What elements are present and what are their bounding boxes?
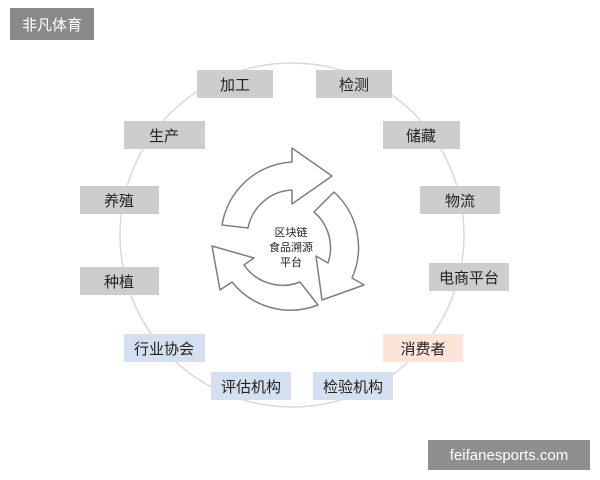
cycle-arrows bbox=[211, 147, 365, 311]
center-line-1: 区块链 bbox=[275, 225, 308, 239]
node-label: 生产 bbox=[149, 127, 179, 145]
node-pinggu: 评估机构 bbox=[211, 372, 291, 400]
node-label: 种植 bbox=[104, 273, 134, 291]
node-label: 养殖 bbox=[104, 192, 134, 210]
node-chucang: 储藏 bbox=[383, 121, 460, 149]
center-label: 区块链 食品溯源 平台 bbox=[269, 225, 313, 269]
node-jiance: 检测 bbox=[316, 70, 392, 98]
node-xiehui: 行业协会 bbox=[124, 334, 205, 362]
outer-ring bbox=[119, 62, 465, 408]
node-jianyan: 检验机构 bbox=[313, 372, 393, 400]
cycle-arrow-bottom bbox=[211, 245, 319, 311]
node-group: 加工 检测 储藏 物流 电商平台 消费者 检验机构 评估机构 bbox=[80, 70, 509, 400]
node-label: 检测 bbox=[339, 76, 369, 94]
watermark: feifanesports.com bbox=[428, 440, 590, 470]
node-label: 加工 bbox=[220, 76, 250, 94]
node-label: 储藏 bbox=[406, 127, 436, 145]
node-label: 检验机构 bbox=[323, 378, 383, 396]
node-shengchan: 生产 bbox=[124, 121, 205, 149]
center-line-3: 平台 bbox=[280, 255, 302, 269]
node-yangzhi: 养殖 bbox=[80, 186, 159, 214]
node-dianshang: 电商平台 bbox=[429, 263, 509, 291]
cycle-arrow-right bbox=[313, 191, 365, 301]
node-jiagong: 加工 bbox=[197, 70, 273, 98]
node-label: 评估机构 bbox=[221, 378, 281, 396]
brand-logo: 非凡体育 bbox=[10, 8, 94, 40]
node-label: 物流 bbox=[445, 192, 475, 210]
node-label: 消费者 bbox=[400, 340, 445, 358]
node-label: 行业协会 bbox=[134, 340, 194, 358]
cycle-arrow-top bbox=[221, 147, 333, 229]
node-label: 电商平台 bbox=[439, 269, 499, 287]
node-wuliu: 物流 bbox=[420, 186, 500, 214]
node-xiaofeizhe: 消费者 bbox=[383, 334, 463, 362]
node-zhongzhi: 种植 bbox=[80, 267, 159, 295]
center-line-2: 食品溯源 bbox=[269, 240, 313, 254]
